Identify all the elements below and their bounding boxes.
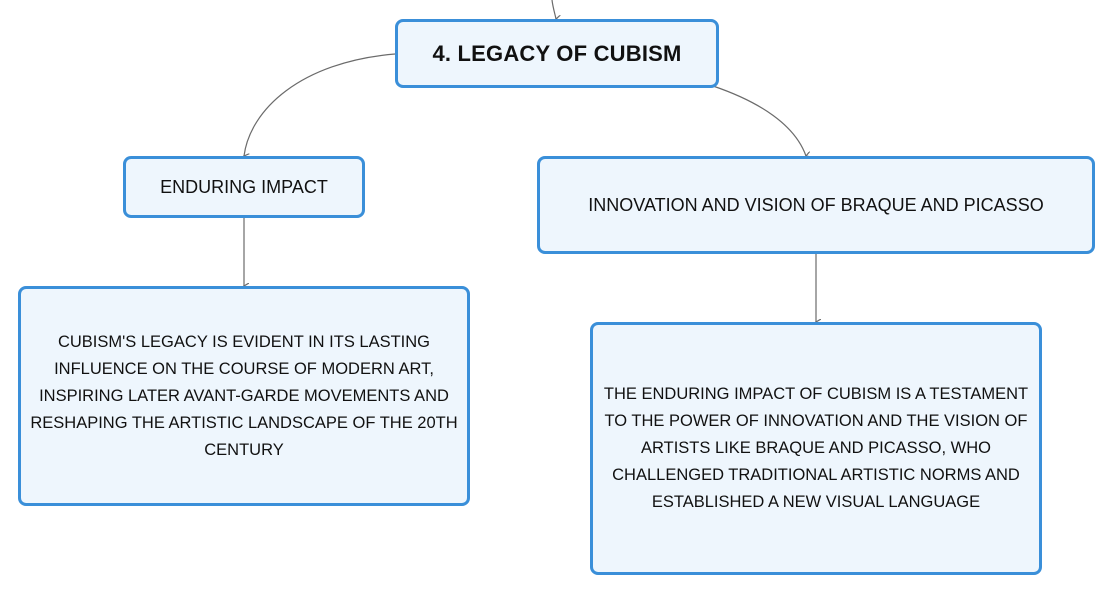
detail-cubism-legacy-node[interactable]: CUBISM'S LEGACY IS EVIDENT IN ITS LASTIN… — [18, 286, 470, 506]
subtopic-enduring-impact-label: ENDURING IMPACT — [160, 176, 328, 197]
root-topic-label: 4. LEGACY OF CUBISM — [432, 40, 682, 66]
connector-parent-to-root — [551, 0, 556, 19]
connector-root-to-enduring-impact — [244, 53, 396, 156]
root-topic-node[interactable]: 4. LEGACY OF CUBISM — [395, 19, 719, 88]
detail-enduring-testament-node[interactable]: THE ENDURING IMPACT OF CUBISM IS A TESTA… — [590, 322, 1042, 575]
detail-cubism-legacy-text: CUBISM'S LEGACY IS EVIDENT IN ITS LASTIN… — [30, 332, 458, 459]
subtopic-enduring-impact-node[interactable]: ENDURING IMPACT — [123, 156, 365, 218]
connector-root-to-innovation — [712, 85, 806, 156]
subtopic-innovation-vision-node[interactable]: INNOVATION AND VISION OF BRAQUE AND PICA… — [537, 156, 1095, 254]
detail-enduring-testament-text: THE ENDURING IMPACT OF CUBISM IS A TESTA… — [603, 385, 1029, 511]
subtopic-innovation-vision-label: INNOVATION AND VISION OF BRAQUE AND PICA… — [588, 194, 1044, 215]
